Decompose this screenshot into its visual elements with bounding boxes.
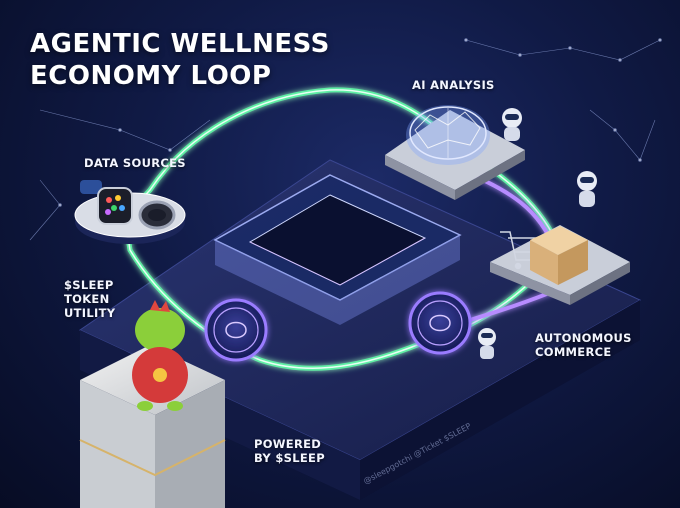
package-box-icon <box>530 226 588 285</box>
dinosaur-mascot-icon <box>132 300 188 411</box>
constellation-decor <box>29 38 662 241</box>
label-token-utility-line-2: TOKEN <box>64 292 110 306</box>
brain-icon <box>406 105 490 165</box>
commerce-platform <box>490 225 630 305</box>
diagram-title: AGENTIC WELLNESS ECONOMY LOOP <box>30 28 330 92</box>
title-line-1: AGENTIC WELLNESS <box>30 29 330 59</box>
label-powered-by: POWERED BY $SLEEP <box>254 437 325 465</box>
sleep-coin-icon <box>204 298 268 362</box>
smart-ring-icon <box>138 200 176 230</box>
title-line-2: ECONOMY LOOP <box>30 61 272 91</box>
smartwatch-icon <box>80 180 133 225</box>
label-powered-line-2: BY $SLEEP <box>254 451 325 465</box>
label-token-utility: $SLEEP TOKEN UTILITY <box>64 278 115 320</box>
central-glass-hub <box>213 174 462 325</box>
label-commerce-line-1: AUTONOMOUS <box>535 331 632 345</box>
ai-analysis-platform <box>385 105 525 200</box>
robot-icon <box>577 171 597 207</box>
label-powered-line-1: POWERED <box>254 437 322 451</box>
robot-icon <box>478 328 496 359</box>
wellness-loop-track <box>126 87 563 371</box>
label-ai-analysis: AI ANALYSIS <box>412 78 495 92</box>
label-data-sources: DATA SOURCES <box>84 156 186 170</box>
label-autonomous-commerce: AUTONOMOUS COMMERCE <box>535 331 632 359</box>
data-sources-pedestal <box>74 180 186 244</box>
label-token-utility-line-1: $SLEEP <box>64 278 114 292</box>
label-token-utility-line-3: UTILITY <box>64 306 116 320</box>
label-commerce-line-2: COMMERCE <box>535 345 612 359</box>
sleep-coin-icon <box>408 291 472 355</box>
robot-icon <box>502 108 522 141</box>
